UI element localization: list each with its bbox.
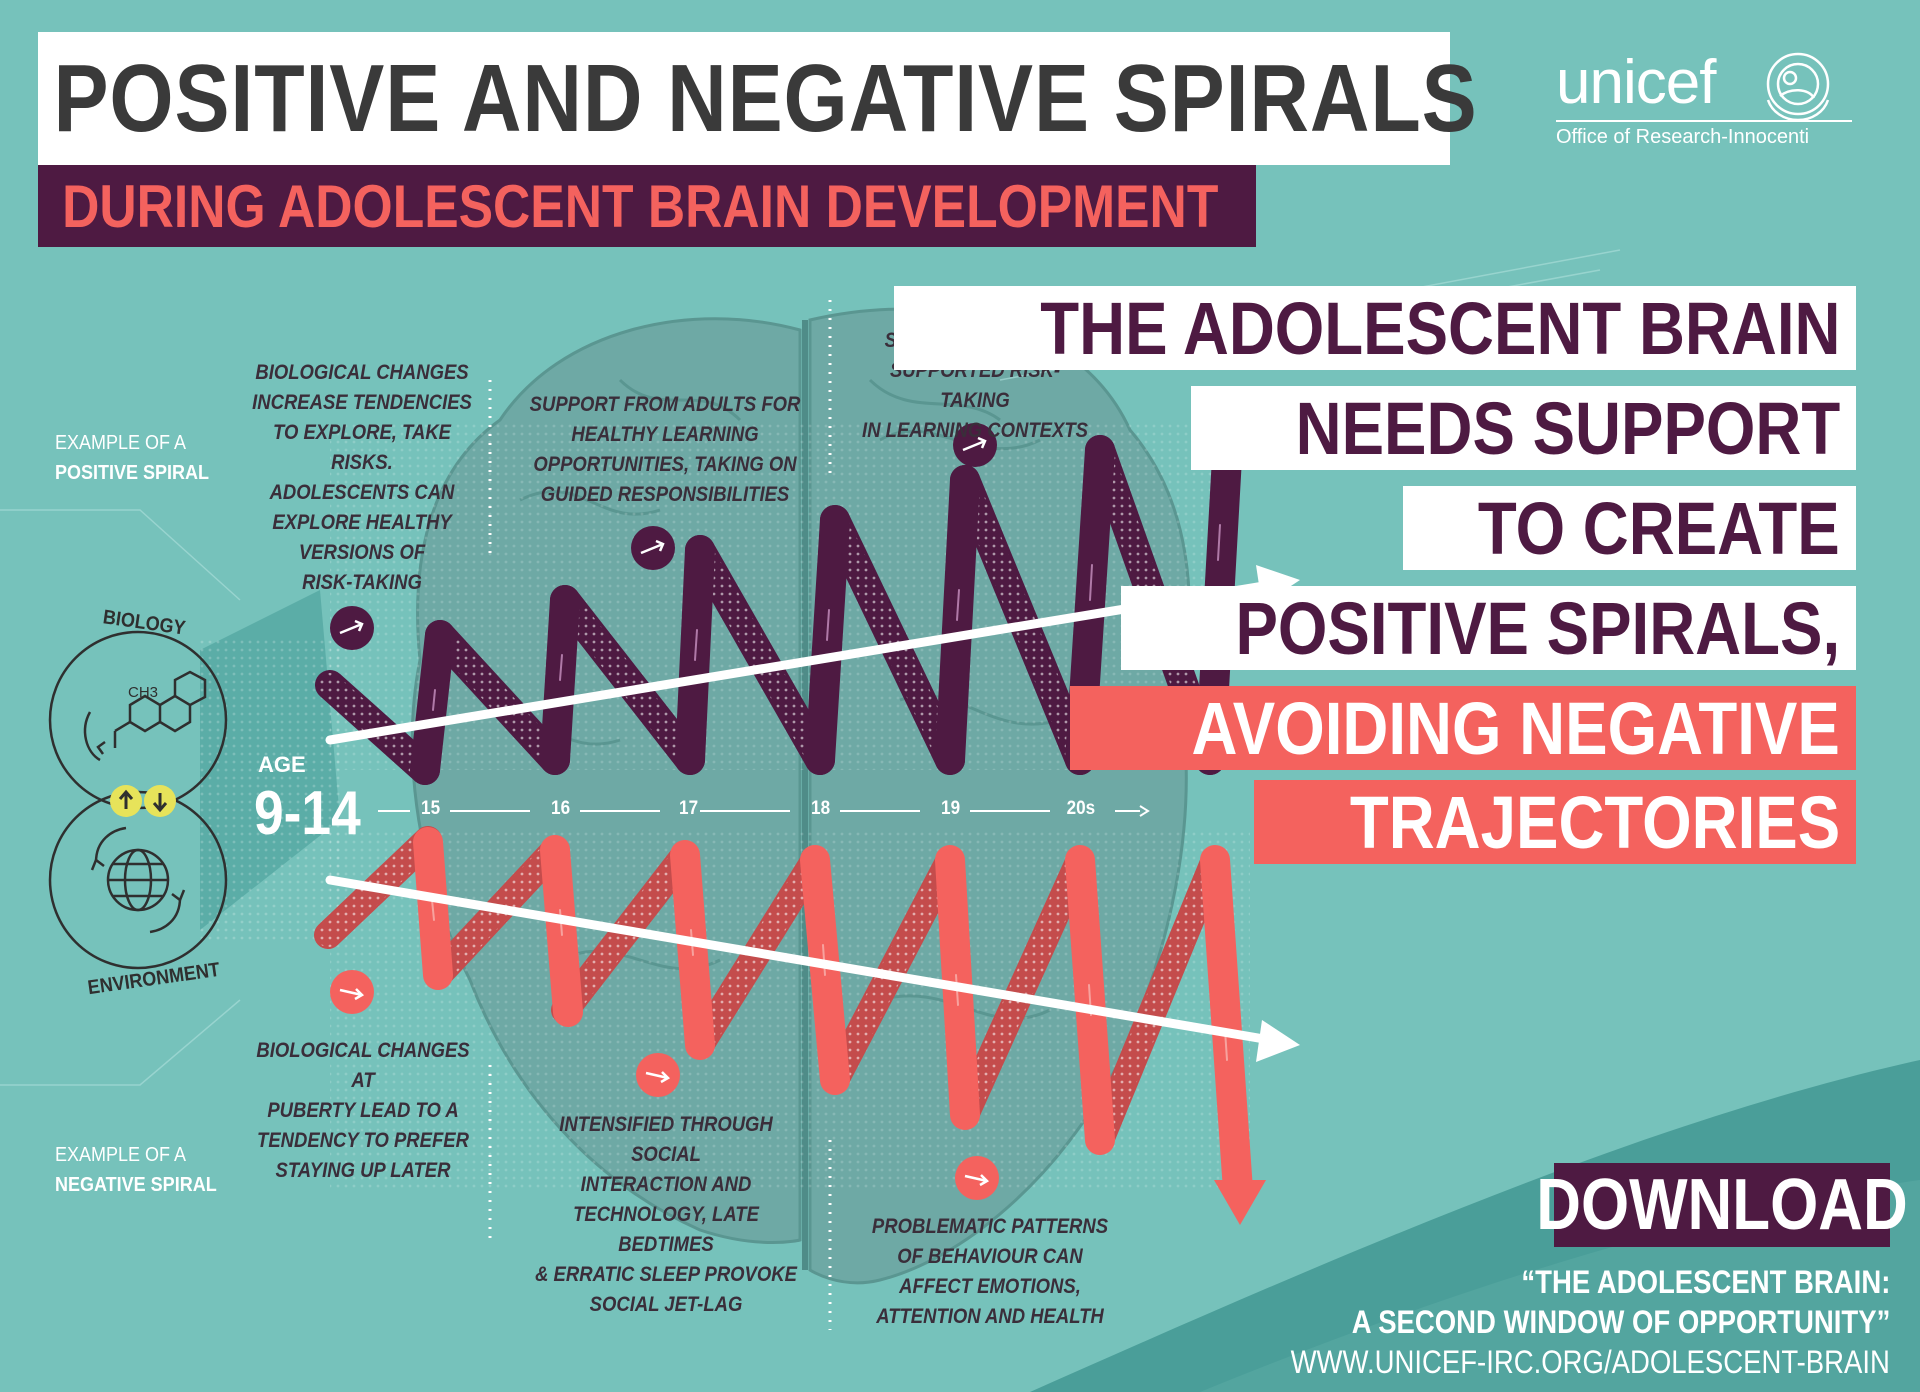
negative-example-label: EXAMPLE OF A NEGATIVE SPIRAL: [55, 1140, 217, 1200]
report-title: “THE ADOLESCENT BRAIN: A SECOND WINDOW O…: [1351, 1264, 1890, 1340]
positive-note: BIOLOGICAL CHANGES INCREASE TENDENCIES T…: [252, 361, 472, 594]
download-label: DOWNLOAD: [1536, 1165, 1908, 1245]
message-line-highlight: TRAJECTORIES: [1253, 780, 1856, 864]
arrow-badge-icon: [955, 1156, 999, 1200]
up-down-arrows-icon: [110, 785, 176, 817]
age-tick: 15: [421, 798, 441, 819]
positive-note: SUPPORT FROM ADULTS FOR HEALTHY LEARNING…: [529, 393, 801, 506]
age-tick: 20s: [1066, 798, 1096, 819]
message-line-highlight: AVOIDING NEGATIVE: [1070, 686, 1856, 770]
negative-note: BIOLOGICAL CHANGES AT PUBERTY LEAD TO A …: [256, 1039, 470, 1182]
message-line: NEEDS SUPPORT: [1190, 386, 1856, 470]
logo-divider: [1556, 120, 1852, 122]
age-label: AGE: [258, 752, 306, 777]
globe-icon: [90, 826, 186, 934]
arrow-badge-icon: [330, 970, 374, 1014]
unicef-logo: unicef Office of Research-Innocenti: [1556, 52, 1852, 149]
age-tick: 16: [551, 798, 571, 819]
logo-office: Office of Research-Innocenti: [1556, 126, 1810, 148]
arrow-badge-icon: [636, 1053, 680, 1097]
negative-prefix: EXAMPLE OF A: [55, 1144, 187, 1166]
page-subtitle: DURING ADOLESCENT BRAIN DEVELOPMENT: [62, 172, 1219, 240]
age-tick: 17: [679, 798, 699, 819]
message-line: TO CREATE: [1403, 486, 1856, 570]
age-tick: 19: [941, 798, 961, 819]
subtitle-banner: DURING ADOLESCENT BRAIN DEVELOPMENT: [38, 165, 1256, 247]
title-banner: POSITIVE AND NEGATIVE SPIRALS: [38, 32, 1477, 165]
report-url-link[interactable]: WWW.UNICEF-IRC.ORG/ADOLESCENT-BRAIN: [1290, 1344, 1890, 1380]
download-button[interactable]: DOWNLOAD: [1536, 1163, 1908, 1247]
positive-prefix: EXAMPLE OF A: [55, 432, 187, 454]
age-range: 9-14: [254, 779, 361, 848]
arrow-badge-icon: [330, 606, 374, 650]
message-line: THE ADOLESCENT BRAIN: [893, 286, 1856, 370]
positive-label: POSITIVE SPIRAL: [55, 462, 210, 484]
page-title: POSITIVE AND NEGATIVE SPIRALS: [53, 44, 1478, 152]
negative-spiral: [314, 826, 1300, 1225]
age-tick: 18: [811, 798, 831, 819]
arrow-badge-icon: [953, 423, 997, 467]
negative-label: NEGATIVE SPIRAL: [55, 1174, 217, 1196]
logo-wordmark: unicef: [1556, 48, 1716, 117]
negative-note: INTENSIFIED THROUGH SOCIAL INTERACTION A…: [535, 1113, 797, 1316]
positive-example-label: EXAMPLE OF A POSITIVE SPIRAL: [55, 428, 209, 488]
negative-note: PROBLEMATIC PATTERNS OF BEHAVIOUR CAN AF…: [871, 1215, 1109, 1328]
age-axis: [378, 805, 1150, 817]
molecule-icon: [83, 670, 207, 762]
arrow-badge-icon: [631, 526, 675, 570]
chemical-label: CH3: [128, 684, 159, 701]
message-line: POSITIVE SPIRALS,: [1120, 586, 1856, 670]
